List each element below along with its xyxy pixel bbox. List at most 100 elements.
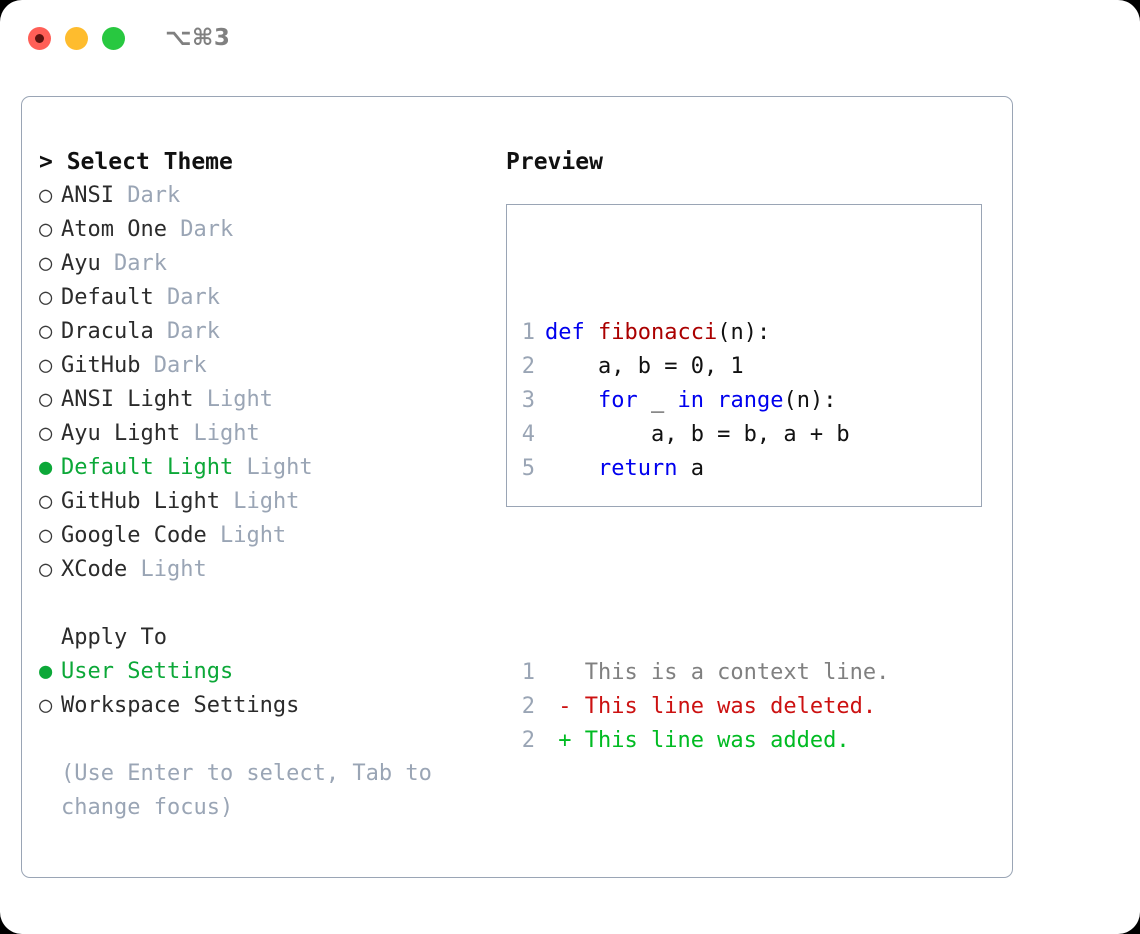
- select-theme-heading: > Select Theme: [39, 145, 486, 179]
- theme-list-item[interactable]: ○ANSI Light Light: [39, 383, 486, 417]
- code-token-kw: for: [597, 388, 638, 413]
- theme-variant-badge: Light: [233, 489, 300, 514]
- code-token-plain: [704, 388, 717, 413]
- theme-variant-badge: Dark: [127, 183, 181, 208]
- apply-to-heading-label: Apply To: [61, 625, 167, 650]
- theme-list-item[interactable]: ○ XCode Light: [39, 553, 486, 587]
- radio-unselected-icon: ○: [39, 285, 53, 310]
- apply-to-list: ● User Settings ○ Workspace Settings: [39, 655, 486, 723]
- theme-variant-badge: Dark: [153, 353, 207, 378]
- radio-unselected-icon: ○: [39, 387, 53, 412]
- line-number: 2: [521, 694, 535, 719]
- theme-name-label: Atom One: [61, 217, 167, 242]
- theme-label-gap: [140, 349, 153, 383]
- apply-to-label: Workspace Settings: [61, 693, 300, 718]
- preview-heading: Preview: [506, 149, 603, 175]
- theme-name-label: Ayu Light: [61, 421, 181, 446]
- theme-name-label: Dracula: [61, 319, 154, 344]
- theme-variant-badge: Light: [206, 387, 273, 412]
- radio-selected-icon: ●: [39, 659, 53, 684]
- apply-to-label: User Settings: [61, 659, 234, 684]
- code-token-plain: a, b = b, a + b: [545, 422, 850, 447]
- theme-list-item[interactable]: ○GitHub Light Light: [39, 485, 486, 519]
- radio-unselected-icon: ○: [39, 217, 53, 242]
- select-theme-heading-label: Select Theme: [66, 149, 233, 175]
- radio-unselected-icon: ○: [39, 183, 53, 208]
- radio-unselected-icon: ○: [39, 421, 53, 446]
- code-token-kw: range: [717, 388, 784, 413]
- theme-name-label: Ayu: [61, 251, 101, 276]
- code-line: 3 for _ in range(n):: [507, 384, 981, 418]
- theme-variant-badge: Light: [193, 421, 260, 446]
- apply-to-item[interactable]: ● User Settings: [39, 655, 486, 689]
- theme-list-item[interactable]: ○ Ayu Light Light: [39, 417, 486, 451]
- theme-name-label: Default: [61, 285, 154, 310]
- theme-name-label: GitHub: [61, 353, 141, 378]
- theme-list-item[interactable]: ○Default Dark: [39, 281, 486, 315]
- theme-variant-badge: Light: [246, 455, 313, 480]
- theme-name-label: Google Code: [61, 523, 207, 548]
- theme-list-item[interactable]: ○Google Code Light: [39, 519, 486, 553]
- line-number: 3: [521, 388, 535, 413]
- keyboard-hint-text: (Use Enter to select, Tab to change focu…: [61, 761, 432, 820]
- window-controls: [28, 26, 125, 50]
- theme-variant-badge: Dark: [166, 319, 220, 344]
- code-token-plain: [545, 456, 598, 481]
- code-token-kw: return: [597, 456, 678, 481]
- theme-label-gap: [167, 213, 180, 247]
- code-line: 4 a, b = b, a + b: [507, 418, 981, 452]
- line-number: 4: [521, 422, 535, 447]
- theme-list-item[interactable]: ●Default Light Light: [39, 451, 486, 485]
- close-button-icon[interactable]: [28, 26, 51, 50]
- prompt-caret-icon: >: [39, 149, 67, 175]
- code-line: 2 a, b = 0, 1: [507, 350, 981, 384]
- diff-line: 2 + This line was added.: [507, 724, 981, 758]
- line-number: 2: [521, 728, 535, 753]
- code-token-plain: a, b = 0, 1: [545, 354, 744, 379]
- radio-unselected-icon: ○: [39, 693, 53, 718]
- theme-label-gap: [207, 519, 220, 553]
- theme-name-label: GitHub Light: [61, 489, 220, 514]
- theme-name-label: XCode: [61, 557, 128, 582]
- code-token-plain: [545, 388, 598, 413]
- theme-label-gap: [101, 247, 114, 281]
- theme-label-gap: [233, 451, 246, 485]
- theme-label-gap: [114, 179, 127, 213]
- theme-variant-badge: Dark: [180, 217, 234, 242]
- radio-unselected-icon: ○: [39, 523, 53, 548]
- code-diff-gap: [507, 554, 981, 588]
- radio-unselected-icon: ○: [39, 319, 53, 344]
- minimize-button-icon[interactable]: [65, 26, 88, 50]
- radio-selected-icon: ●: [39, 455, 53, 480]
- apply-to-heading: ○Apply To: [39, 621, 486, 655]
- theme-label-gap: [127, 553, 140, 587]
- code-line-text: a, b = b, a + b: [545, 418, 850, 452]
- theme-list-item[interactable]: ○Ayu Dark: [39, 247, 486, 281]
- theme-label-gap: [220, 485, 233, 519]
- theme-list-item[interactable]: ○ANSI Dark: [39, 179, 486, 213]
- theme-variant-badge: Light: [140, 557, 207, 582]
- apply-to-item[interactable]: ○ Workspace Settings: [39, 689, 486, 723]
- code-line: 5 return a: [507, 452, 981, 486]
- keyboard-shortcut-label: ⌥⌘3: [165, 25, 231, 51]
- theme-list-item[interactable]: ○ Atom One Dark: [39, 213, 486, 247]
- radio-unselected-icon: ○: [39, 557, 53, 582]
- code-token-fn: fibonacci: [597, 320, 718, 345]
- theme-list-item[interactable]: ○GitHub Dark: [39, 349, 486, 383]
- code-token-kw: def: [545, 320, 598, 345]
- code-token-plain: a: [677, 456, 704, 481]
- zoom-button-icon[interactable]: [102, 26, 125, 50]
- line-number: 1: [521, 660, 535, 685]
- theme-list: ○ANSI Dark○Atom One Dark○Ayu Dark○Defaul…: [39, 179, 486, 587]
- code-line-text: for _ in range(n):: [545, 384, 836, 418]
- theme-list-item[interactable]: ○ Dracula Dark: [39, 315, 486, 349]
- line-number: 5: [521, 456, 535, 481]
- diff-lines: 1 This is a context line.2 - This line w…: [507, 656, 981, 758]
- code-token-plain: (n):: [783, 388, 837, 413]
- diff-line: 1 This is a context line.: [507, 656, 981, 690]
